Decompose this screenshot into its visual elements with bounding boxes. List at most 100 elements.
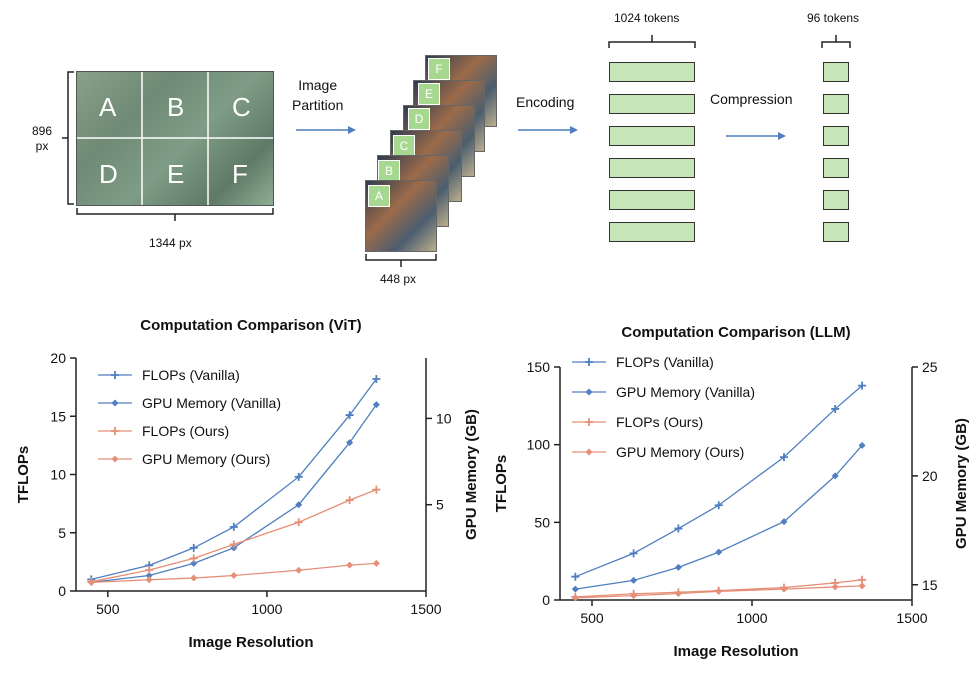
data-point	[571, 585, 579, 593]
partition-label: Image Partition	[292, 75, 343, 115]
x-tick-label: 1000	[736, 610, 767, 626]
data-point	[230, 571, 238, 579]
data-point	[372, 485, 381, 494]
grid-letter-e: E	[167, 159, 185, 189]
data-point	[189, 543, 198, 552]
data-point	[190, 559, 198, 567]
crop-size-label: 448 px	[380, 272, 417, 286]
partition-grid-lines	[77, 72, 273, 205]
legend-label: GPU Memory (Ours)	[142, 451, 270, 467]
x-axis-label: Image Resolution	[188, 634, 313, 651]
crop-bracket	[365, 254, 437, 267]
legend-label: GPU Memory (Vanilla)	[616, 384, 755, 400]
y-tick-label: 0	[542, 592, 550, 608]
data-point	[585, 448, 593, 456]
data-point	[714, 501, 723, 510]
data-point	[585, 418, 593, 426]
compression-label: Compression	[710, 91, 793, 107]
y-tick-label: 20	[50, 350, 66, 366]
crop-tag-a: A	[368, 185, 390, 207]
tokens-before-bracket	[608, 35, 696, 48]
tokens-before-label: 1024 tokens	[614, 11, 680, 25]
data-point	[831, 404, 840, 413]
legend-label: GPU Memory (Ours)	[616, 444, 744, 460]
tokens-after-label: 96 tokens	[807, 11, 860, 25]
legend-label: GPU Memory (Vanilla)	[142, 395, 281, 411]
grid-letter-c: C	[232, 92, 251, 122]
y-tick-label: 100	[527, 437, 551, 453]
data-point	[858, 441, 866, 449]
grid-letter-d: D	[99, 159, 118, 189]
encoding-arrow	[518, 126, 578, 134]
y-tick-label: 50	[534, 514, 550, 530]
chart-title: Computation Comparison (LLM)	[621, 324, 850, 341]
data-point	[674, 563, 682, 571]
grid-letter-f: F	[232, 159, 248, 189]
data-point	[674, 589, 682, 597]
data-point	[294, 472, 303, 481]
y-tick-label: 5	[58, 525, 66, 541]
data-point	[145, 571, 153, 579]
data-point	[346, 439, 354, 447]
height-label-value: 896	[32, 124, 53, 138]
data-point	[111, 371, 119, 379]
partition-arrow	[296, 126, 356, 134]
token-bar	[823, 62, 849, 82]
y-tick-label: 0	[58, 583, 66, 599]
data-point	[715, 587, 723, 595]
data-point	[372, 559, 380, 567]
data-point	[87, 578, 95, 586]
data-point	[111, 455, 119, 463]
data-point	[295, 501, 303, 509]
data-point	[630, 576, 638, 584]
data-point	[780, 453, 788, 462]
y2-axis-label: GPU Memory (GB)	[463, 409, 480, 540]
data-point	[294, 518, 303, 527]
data-point	[831, 472, 839, 480]
data-point	[345, 496, 354, 505]
data-point	[571, 572, 580, 581]
y2-tick-label: 25	[922, 359, 938, 375]
partition-label-line2: Partition	[292, 97, 344, 113]
series-line	[575, 444, 863, 590]
data-point	[831, 583, 839, 591]
encoding-label: Encoding	[516, 94, 575, 110]
data-point	[145, 566, 154, 575]
data-point	[190, 574, 198, 582]
crop-tag-c: C	[393, 135, 415, 157]
data-point	[858, 381, 867, 390]
crop-a: A	[365, 180, 437, 252]
legend-label: FLOPs (Ours)	[142, 423, 229, 439]
data-point	[629, 549, 638, 558]
data-point	[630, 592, 638, 600]
token-bar	[609, 190, 695, 210]
y-axis-label: TFLOPs	[493, 455, 510, 513]
data-point	[585, 388, 593, 396]
data-point	[346, 561, 354, 569]
legend-label: FLOPs (Ours)	[616, 414, 703, 430]
series-line	[91, 404, 377, 584]
token-bar	[823, 94, 849, 114]
original-image: A B C D E F	[76, 71, 274, 206]
data-point	[111, 427, 119, 435]
x-tick-label: 500	[96, 601, 120, 617]
crop-tag-d: D	[408, 108, 430, 130]
height-bracket	[62, 71, 74, 205]
crop-tag-b: B	[378, 160, 400, 182]
token-bar	[609, 126, 695, 146]
height-label-unit: px	[35, 139, 49, 153]
x-tick-label: 1500	[896, 610, 927, 626]
data-point	[372, 374, 381, 383]
data-point	[111, 399, 119, 407]
token-bar	[823, 126, 849, 146]
y-tick-label: 15	[50, 408, 66, 424]
chart-title: Computation Comparison (ViT)	[140, 317, 361, 334]
height-label: 896 px	[32, 124, 52, 154]
token-bar	[609, 94, 695, 114]
x-axis-label: Image Resolution	[673, 643, 798, 660]
y2-tick-label: 10	[436, 410, 452, 426]
data-point	[189, 554, 198, 563]
data-point	[571, 594, 579, 602]
